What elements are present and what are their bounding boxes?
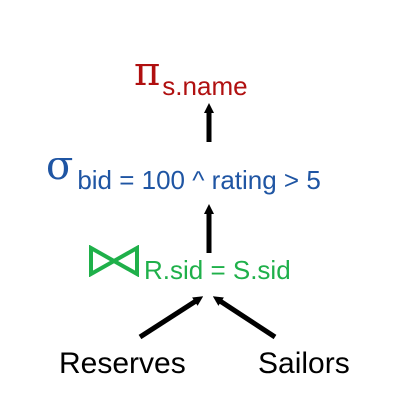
projection-symbol: π bbox=[134, 49, 161, 95]
bowtie-join-icon bbox=[89, 244, 139, 278]
relation-sailors: Sailors bbox=[258, 347, 350, 380]
join-operator: R.sid = S.sid bbox=[88, 244, 291, 283]
join-condition: R.sid = S.sid bbox=[144, 255, 291, 285]
relation-reserves: Reserves bbox=[59, 347, 186, 380]
projection-attribute: s.name bbox=[162, 71, 248, 101]
arrow-sailors-to-join bbox=[212, 296, 277, 340]
selection-condition: bid = 100 ^ rating > 5 bbox=[77, 165, 321, 195]
arrow-reserves-to-join bbox=[138, 296, 204, 340]
selection-symbol: σ bbox=[46, 143, 74, 189]
projection-operator: πs.name bbox=[134, 49, 248, 99]
